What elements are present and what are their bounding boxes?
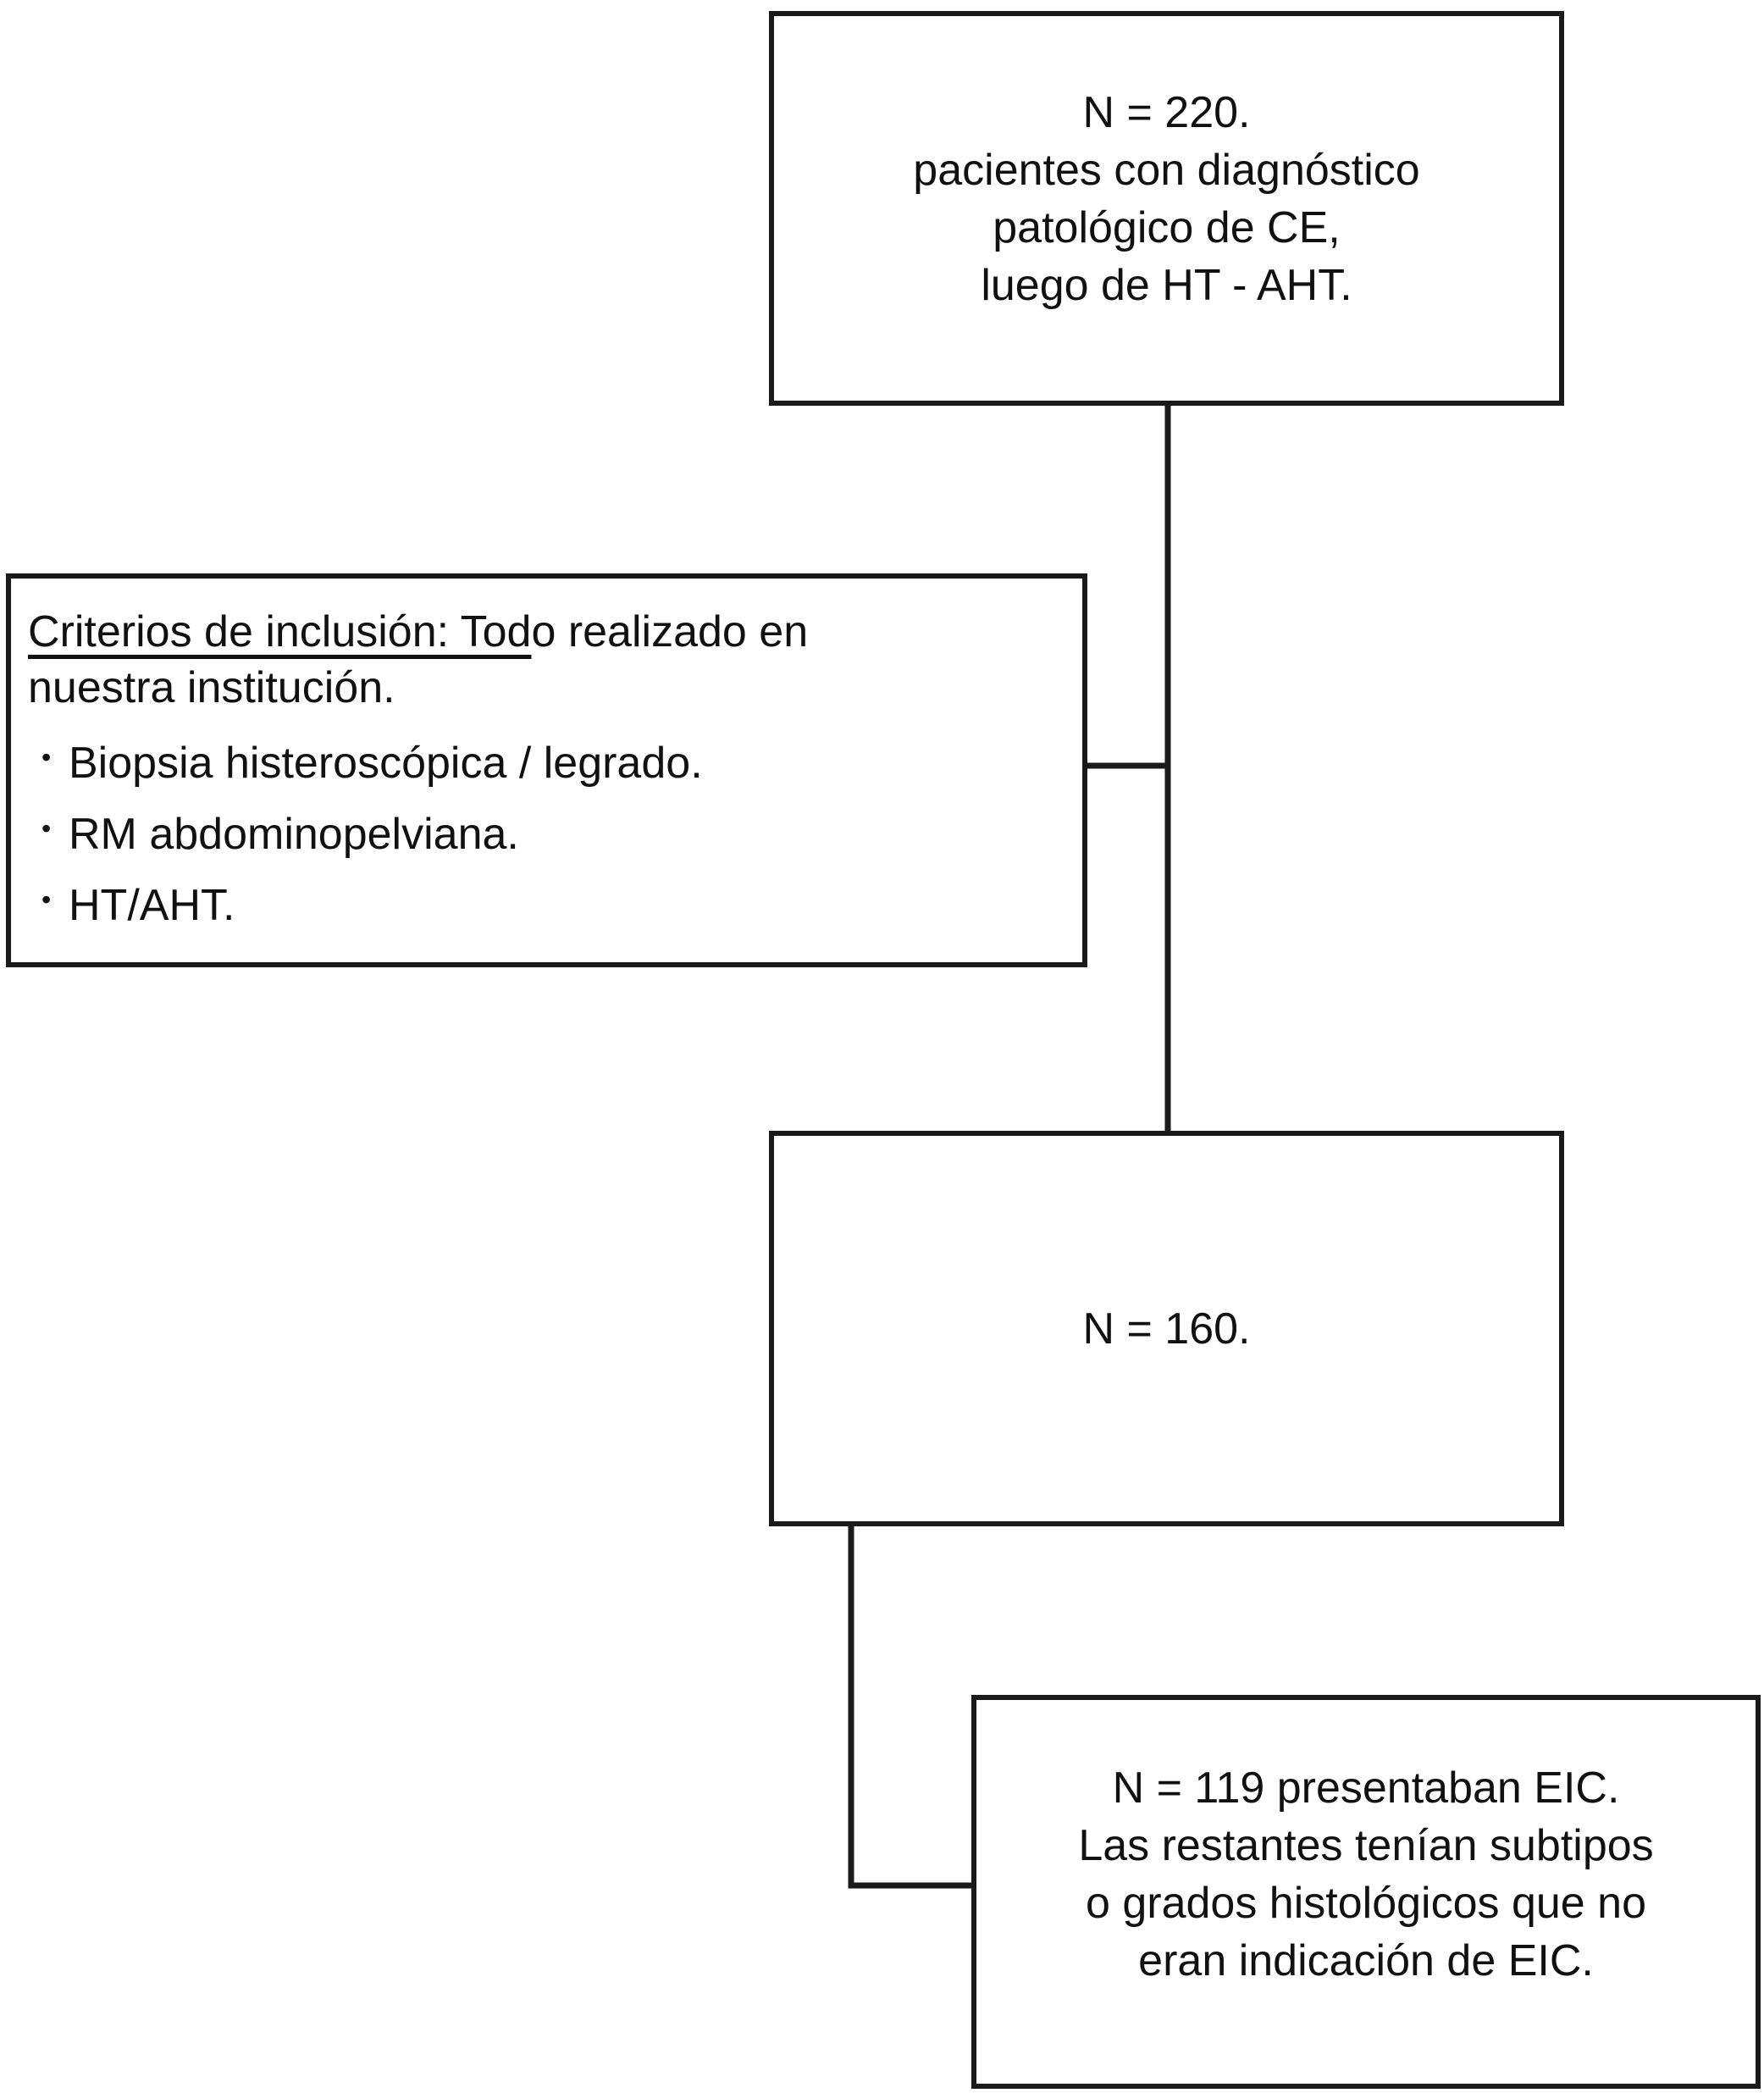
box-bottom-line-3: o grados histológicos que no [1085, 1879, 1646, 1928]
box-middle-line-1: N = 160. [1082, 1304, 1251, 1354]
box-top-line-4: luego de HT - AHT. [981, 261, 1352, 310]
box-top-line-2: pacientes con diagnóstico [913, 146, 1420, 195]
criteria-item-text: Biopsia histeroscópica / legrado. [69, 739, 703, 788]
box-top-line-3: patológico de CE, [993, 203, 1341, 252]
criteria-item-text: RM abdominopelviana. [69, 810, 519, 859]
criteria-title-underlined: Criterios de inclusión: Tod [28, 607, 532, 656]
box-top-line-1: N = 220. [1082, 88, 1251, 137]
box-total-patients: N = 220. pacientes con diagnóstico patol… [769, 11, 1564, 406]
box-inclusion-criteria: Criterios de inclusión: Todo realizado e… [6, 573, 1087, 967]
criteria-item: • RM abdominopelviana. [28, 799, 1082, 870]
criteria-title: Criterios de inclusión: Todo realizado e… [28, 604, 1082, 660]
criteria-item-text: HT/AHT. [69, 881, 235, 930]
bullet-icon: • [41, 742, 52, 772]
criteria-list: • Biopsia histeroscópica / legrado. • RM… [28, 728, 1082, 941]
box-bottom-line-2: Las restantes tenían subtipos [1078, 1821, 1654, 1870]
criteria-item: • Biopsia histeroscópica / legrado. [28, 728, 1082, 799]
criteria-item: • HT/AHT. [28, 870, 1082, 941]
bullet-icon: • [41, 884, 52, 915]
box-included-patients: N = 160. [769, 1131, 1564, 1526]
criteria-title-rest: o realizado en [531, 607, 809, 656]
criteria-title-line-2: nuestra institución. [28, 663, 395, 712]
box-bottom-line-1: N = 119 presentaban EIC. [1112, 1764, 1620, 1813]
bullet-icon: • [41, 813, 52, 844]
box-eic-result: N = 119 presentaban EIC. Las restantes t… [971, 1695, 1761, 2089]
box-bottom-line-4: eran indicación de EIC. [1138, 1936, 1594, 1985]
